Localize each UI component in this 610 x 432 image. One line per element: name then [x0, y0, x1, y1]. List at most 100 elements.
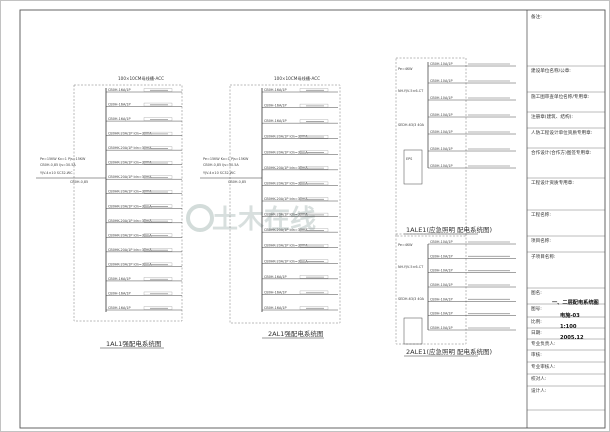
- panel-4-feeder-label: CB0H-10A/1P: [430, 269, 453, 273]
- title-block-row-label: 建设单位名称/公章:: [531, 67, 571, 74]
- watermark-text: 土木在线: [212, 205, 316, 235]
- panel-1-circuit-box: [143, 219, 173, 223]
- panel-1-feeder-label: CB0HK-20A/1P Idn=30mA: [108, 146, 152, 150]
- panel-3-feeder-label: CB0H-10A/1P: [430, 62, 453, 66]
- panel-2-caption: 2AL1强配电系统图: [268, 329, 323, 338]
- panel-1-feeder-label: CB0H-16A/1P: [108, 277, 131, 281]
- panel-1-circuit-box: [143, 306, 173, 310]
- date-value: 2005.12: [560, 335, 584, 341]
- panel-1-circuit-box: [143, 262, 173, 267]
- panel-3-caption: 1ALE1(应急照明 配电系统图): [406, 225, 492, 234]
- remarks-label: 备注:: [531, 13, 542, 20]
- panel-3-feeder-label: CB0H-10A/1P: [430, 113, 453, 117]
- panel-1-circuit-box: [143, 131, 173, 136]
- panel-1-feeder-label: CB0HK-20A/1P Idn=30mA: [108, 161, 152, 165]
- svg-text:CB0H-0,85: CB0H-0,85: [228, 180, 246, 184]
- panel-3-feeder-label: CB0H-10A/1P: [430, 130, 453, 134]
- panel-2-circuit-box: [299, 290, 329, 295]
- svg-text:EPS: EPS: [406, 157, 412, 161]
- panel-4-feeder-label: CB0H-10A/1P: [430, 254, 453, 258]
- panel-4-feeder-label: CB0H-10A/1P: [430, 326, 453, 330]
- title-block-row-label: 人防工程设计单位资质专用章:: [531, 129, 593, 136]
- title-block-row-label: 图名:: [531, 289, 542, 296]
- title-block-row-label: 审核:: [531, 351, 542, 358]
- panel-2-feeder-label: CB0H-16A/1P: [264, 88, 287, 92]
- panel-2-incoming-1: Pe=15KW Kx=1 Pjs=15KW: [203, 157, 249, 161]
- panel-2-feeder-label: CB0HK-20A/1P Idn=30mA: [264, 166, 308, 170]
- panel-1-circuit-box: [143, 175, 173, 179]
- title-block-row-label: 施工图审查单位名称/专用章:: [531, 93, 590, 100]
- panel-2-feeder-label: CB0HK-20A/1P Idn=30mA: [264, 150, 308, 154]
- panel-2-feeder-label: CB0H-16A/1P: [264, 104, 287, 108]
- panel-2-feeder-label: CB0HK-20A/1P Idn=30mA: [264, 228, 308, 232]
- svg-text:NH-YJV-5×6-CT: NH-YJV-5×6-CT: [398, 89, 424, 93]
- watermark-logo: [186, 204, 214, 232]
- panel-1-circuit-box: [143, 161, 173, 165]
- title-block-row-label: 项目名称:: [531, 237, 551, 244]
- svg-text:YJV-4×10 SC32-WC: YJV-4×10 SC32-WC: [203, 171, 236, 175]
- panel-2-circuit-box: [299, 228, 329, 232]
- title-block-row-label: 合作设计(合作方)图签专用章:: [531, 149, 592, 156]
- title-block-row-label: 比例:: [531, 318, 542, 325]
- panel-2-feeder-label: CB0HK-20A/1P Idn=30mA: [264, 181, 308, 185]
- panel-2-feeder-label: CB0H-16A/1P: [264, 306, 287, 310]
- panel-1-circuit-box: [143, 102, 173, 107]
- panel-2-circuit-box: [299, 259, 329, 263]
- panel-1-circuit-box: [143, 190, 173, 194]
- panel-1-feeder-label: CB0HK-20A/1P Idn=30mA: [108, 204, 152, 208]
- panel-1-circuit-box: [143, 117, 173, 121]
- panel-2-feeder-label: CB0H-16A/1P: [264, 119, 287, 123]
- panel-2-circuit-box: [299, 150, 329, 154]
- panel-1-incoming-2: CB0H-0,85 Ijs=30.5A: [40, 163, 76, 167]
- panel-2-feeder-label: CB0HK-20A/1P Idn=30mA: [264, 244, 308, 248]
- panel-1-circuit-box: [143, 146, 173, 150]
- panel-1-feeder-label: CB0HK-20A/1P Idn=30mA: [108, 219, 152, 223]
- drawing-no-value: 电施-03: [560, 311, 580, 319]
- panel-2-circuit-box: [299, 306, 329, 310]
- title-block-row-label: 图号:: [531, 306, 542, 312]
- panel-2-feeder-label: CB0HK-20A/1P Idn=30mA: [264, 259, 308, 263]
- panel-2-circuit-box: [299, 197, 329, 201]
- panel-1-incoming-1: Pe=15KW Kx=1 Pjs=15KW: [40, 157, 86, 161]
- title-block-row-label: 工程名称:: [531, 211, 551, 218]
- panel-3-feeder-label: CB0H-10A/1P: [430, 147, 453, 151]
- panel-2-feeder-label: CB0HK-20A/1P Idn=30mA: [264, 197, 308, 201]
- title-block: 备注: 建设单位名称/公章: 施工图审查单位名称/专用章: 注册章(建筑、结构): 人…: [526, 10, 605, 428]
- title-block-row-label: 设计人:: [531, 387, 547, 394]
- panel-2-circuit-box: [299, 275, 329, 279]
- panel-1-feeder-label: CB0H-16A/1P: [108, 117, 131, 121]
- panel-4-feeder-label: CB0H-10A/1P: [430, 240, 453, 244]
- panel-2-circuit-box: [299, 166, 329, 170]
- panel-1-circuit-box: [143, 291, 173, 296]
- panel-1-feeder-label: CB0HK-20A/1P Idn=30mA: [108, 248, 152, 252]
- panel-2al1-diagram: 100×10CM母线槽-ACC Pe=15KW Kx=1 Pjs=15KW CB…: [200, 75, 341, 339]
- panel-2-bus-label: 100×10CM母线槽-ACC: [274, 75, 320, 82]
- drawing-name-value: 一、二层配电系统图: [552, 298, 599, 306]
- panel-2-circuit-box: [299, 103, 329, 108]
- panel-1-circuit-box: [143, 233, 173, 237]
- panel-1-feeder-label: CB0H-16A/1P: [108, 103, 131, 107]
- title-block-row-label: 注册章(建筑、结构):: [531, 113, 573, 120]
- panel-3-feeder-label: CB0H-10A/1P: [430, 79, 453, 83]
- panel-2-circuit-box: [299, 212, 329, 217]
- title-block-row-label: 子项目名称:: [531, 253, 556, 260]
- panel-1-circuit-box: [143, 277, 173, 281]
- svg-text:CB0H-0,85: CB0H-0,85: [70, 180, 88, 184]
- panel-3-feeder-label: CB0H-10A/1P: [430, 164, 453, 168]
- panel-2-circuit-box: [299, 119, 329, 123]
- title-block-row-label: 专业负责人:: [531, 340, 556, 347]
- panel-2-circuit-box: [299, 88, 329, 92]
- title-block-row-label: 校对人:: [531, 375, 547, 382]
- panel-2-circuit-box: [299, 181, 329, 186]
- svg-text:SEDH-63/3 40A: SEDH-63/3 40A: [398, 297, 425, 301]
- panel-1-circuit-box: [143, 88, 173, 92]
- drawing-frame: [19, 9, 606, 429]
- title-block-row-label: 工程设计资质专用章:: [531, 179, 574, 186]
- svg-text:NH-YJV-5×6-CT: NH-YJV-5×6-CT: [398, 265, 424, 269]
- panel-4-feeder-label: CB0H-10A/1P: [430, 312, 453, 316]
- panel-2-circuit-box: [299, 244, 329, 248]
- panel-1-feeder-label: CB0HK-20A/1P Idn=30mA: [108, 190, 152, 194]
- panel-1-feeder-label: CB0H-16A/1P: [108, 88, 131, 92]
- title-block-row-label: 专业审核人:: [531, 363, 556, 370]
- panel-3-feeder-label: CB0H-10A/1P: [430, 96, 453, 100]
